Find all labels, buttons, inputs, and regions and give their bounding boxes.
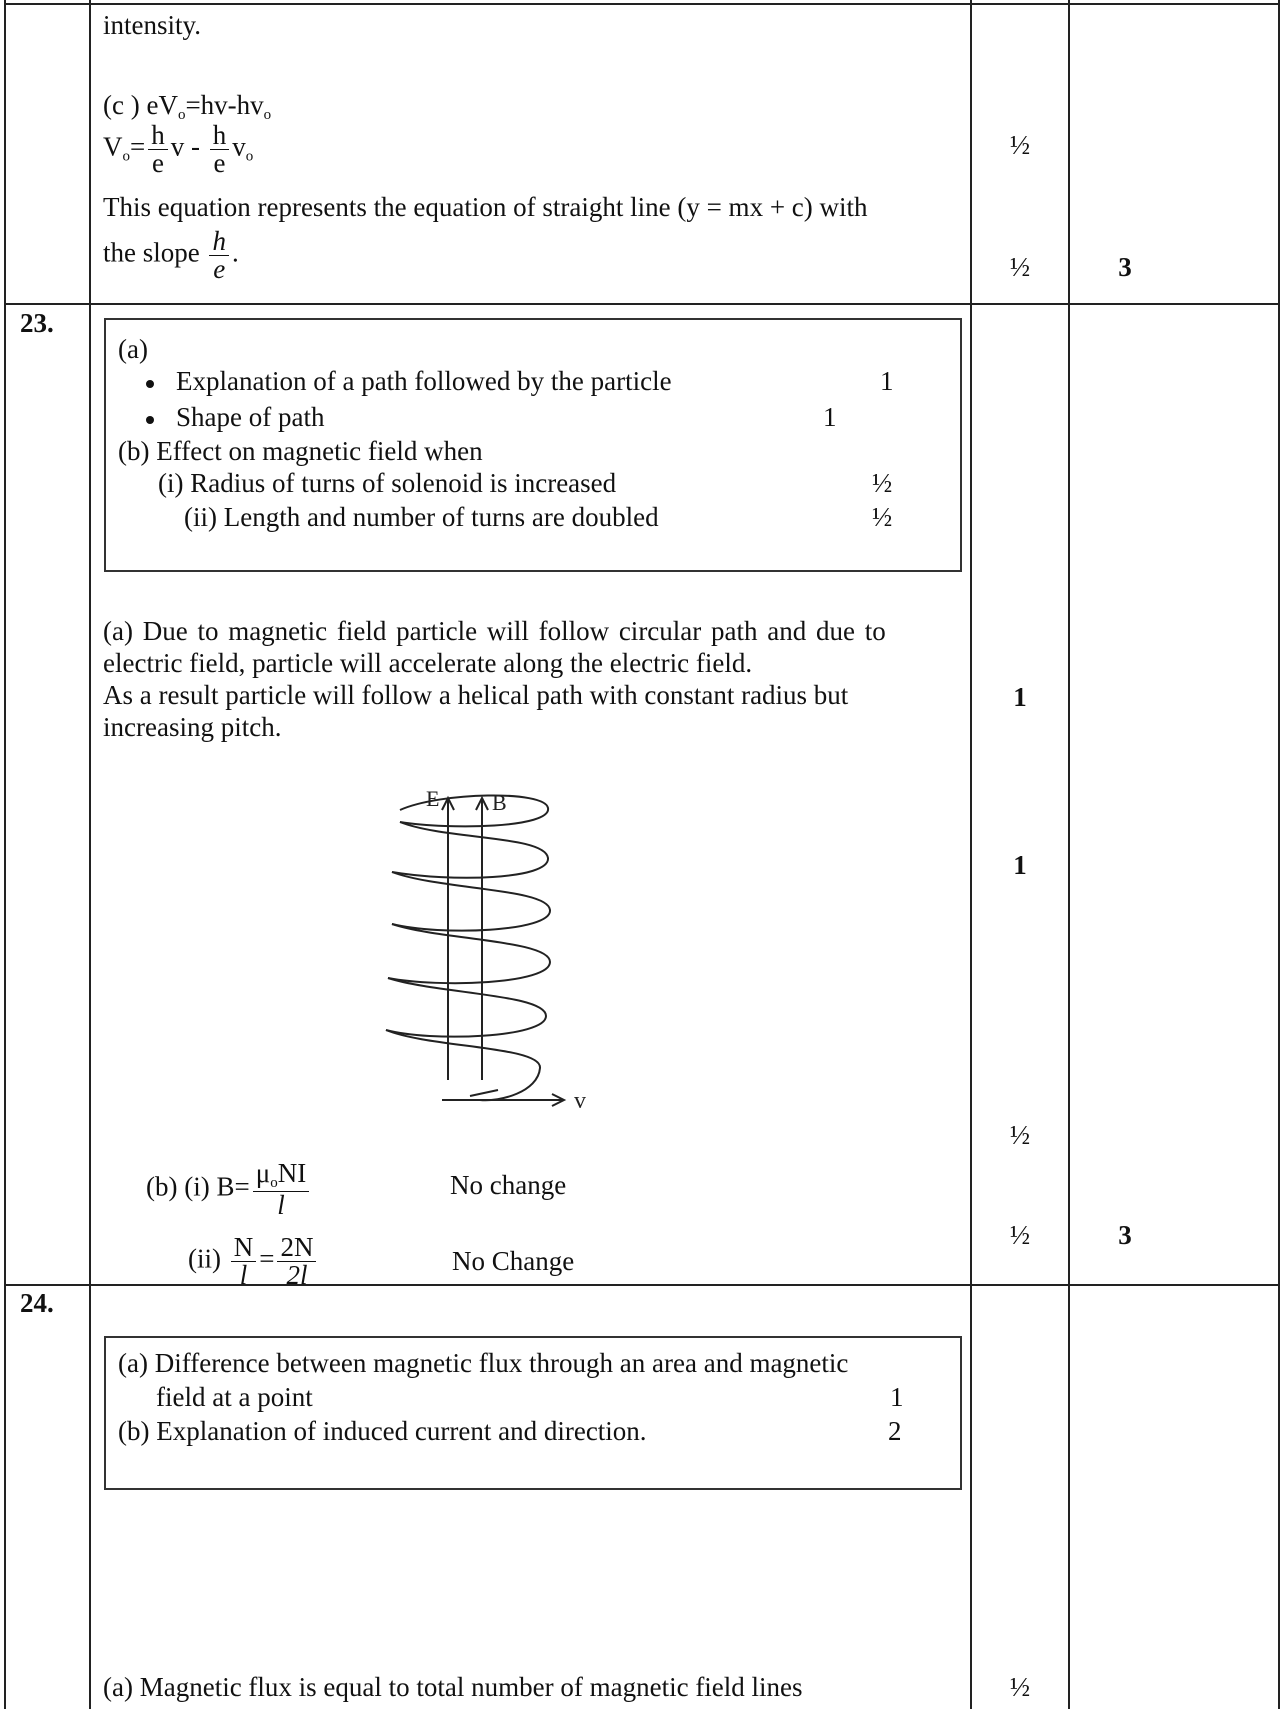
velocity-arrowhead xyxy=(551,1093,567,1107)
row-divider-22-23 xyxy=(4,303,1280,305)
small-arrow-icon xyxy=(469,1089,499,1097)
q23-scheme-b-item-2: (ii) Length and number of turns are doub… xyxy=(184,502,659,532)
q24-number: 24. xyxy=(20,1288,54,1318)
q23-scheme-b-item-1-mark: ½ xyxy=(872,468,893,498)
q24-scheme-b-line: (b) Explanation of induced current and d… xyxy=(118,1416,647,1446)
helix-loop-4 xyxy=(387,923,552,985)
q23-answer-line-4: increasing pitch. xyxy=(103,712,282,742)
q23-scheme-item-1: Explanation of a path followed by the pa… xyxy=(146,366,672,397)
helical-path-diagram: E B v xyxy=(385,786,586,1114)
label-B: B xyxy=(492,790,507,815)
column-divider-qno xyxy=(89,0,91,1709)
table-border-right xyxy=(1278,0,1280,1709)
helix-loop-2 xyxy=(391,821,550,879)
q23-b-ii-result: No Change xyxy=(452,1246,575,1276)
q23-answer-line-1: (a) Due to magnetic field particle will … xyxy=(103,616,886,646)
q23-mark-3: ½ xyxy=(1009,1120,1031,1150)
q23-scheme-b-label: (b) Effect on magnetic field when xyxy=(118,436,483,466)
q22-intensity-text: intensity. xyxy=(103,10,201,40)
q23-b-i-result: No change xyxy=(450,1170,567,1200)
q24-answer-a: (a) Magnetic flux is equal to total numb… xyxy=(103,1672,803,1702)
q23-number: 23. xyxy=(20,308,54,338)
q23-mark-1: 1 xyxy=(1013,682,1027,712)
q22-mark-1: ½ xyxy=(1009,130,1031,160)
q23-scheme-b-item-2-mark: ½ xyxy=(872,502,893,532)
q24-scheme-a-line-2: field at a point xyxy=(156,1382,313,1412)
column-divider-total xyxy=(1068,0,1070,1709)
q23-answer-line-3: As a result particle will follow a helic… xyxy=(103,680,849,710)
q23-scheme-item-2: Shape of path xyxy=(146,402,324,433)
q22-equation-1: (c ) eVo=hv-hvo xyxy=(103,90,272,123)
q23-scheme-a-label: (a) xyxy=(118,334,148,364)
q22-straight-line-text: This equation represents the equation of… xyxy=(103,192,868,222)
label-E: E xyxy=(426,786,439,811)
q22-mark-2: ½ xyxy=(1009,252,1031,282)
electric-field-arrowhead xyxy=(441,795,455,811)
q23-scheme-item-1-mark: 1 xyxy=(880,366,894,396)
label-v: v xyxy=(574,1088,586,1114)
magnetic-field-arrowhead xyxy=(475,795,489,811)
helix-loop-1 xyxy=(399,794,549,828)
q24-scheme-a-line-1: (a) Difference between magnetic flux thr… xyxy=(118,1348,849,1378)
q24-mark-1: ½ xyxy=(1009,1672,1031,1702)
row-divider-23-24 xyxy=(4,1284,1280,1286)
q23-total-marks: 3 xyxy=(1118,1220,1132,1250)
q23-answer-line-2: electric field, particle will accelerate… xyxy=(103,648,753,678)
q23-mark-4: ½ xyxy=(1009,1220,1031,1250)
q23-marking-scheme-box xyxy=(104,318,962,572)
q22-total-marks: 3 xyxy=(1118,252,1132,282)
bullet-icon xyxy=(146,415,154,424)
q24-scheme-b-mark: 2 xyxy=(888,1416,902,1446)
column-divider-marks xyxy=(970,0,972,1709)
q23-scheme-item-2-mark: 1 xyxy=(823,402,837,432)
q23-mark-2: 1 xyxy=(1013,850,1027,880)
q24-scheme-a-mark: 1 xyxy=(890,1382,904,1412)
q24-marking-scheme-box xyxy=(104,1336,962,1490)
bullet-icon xyxy=(146,379,154,388)
q23-scheme-b-item-1: (i) Radius of turns of solenoid is incre… xyxy=(158,468,617,498)
helix-loop-3 xyxy=(391,871,552,932)
table-border-top xyxy=(4,3,1280,5)
helix-loop-6 xyxy=(385,1029,542,1102)
table-border-left xyxy=(4,0,6,1709)
helix-loop-5 xyxy=(385,977,548,1038)
